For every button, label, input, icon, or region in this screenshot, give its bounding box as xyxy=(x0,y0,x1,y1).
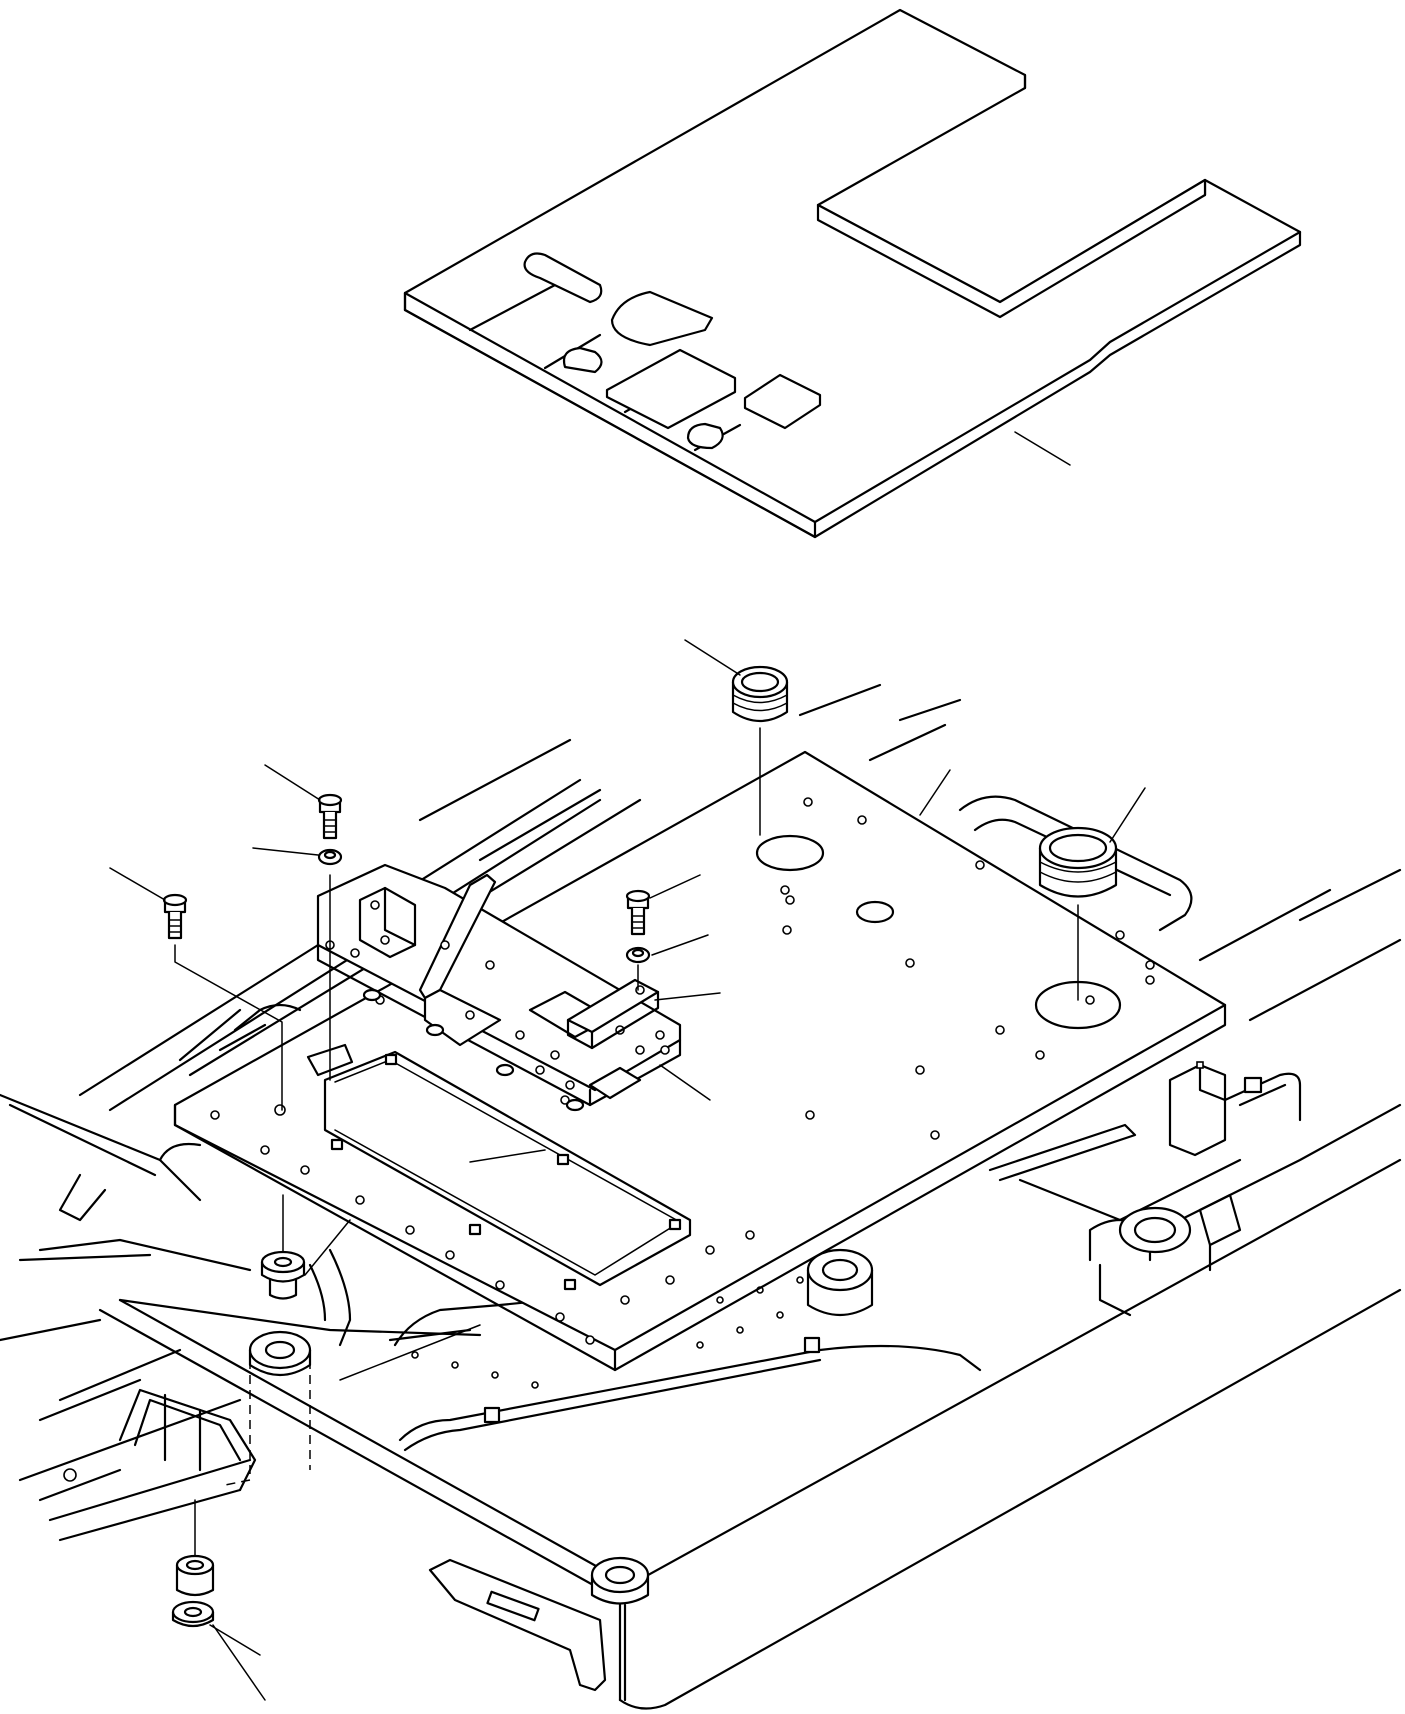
mounting-bolt-upper xyxy=(317,793,343,1081)
damper-mount-lower xyxy=(175,1499,215,1597)
washer-upper xyxy=(317,848,343,866)
mounting-bolt-center xyxy=(625,889,651,991)
mounting-bolt-left xyxy=(162,893,283,1111)
grommet-right xyxy=(1038,826,1118,1001)
washer-center xyxy=(625,946,651,964)
leader-lines xyxy=(109,431,1146,1701)
stopper-plate xyxy=(566,978,660,1050)
floor-plate xyxy=(173,750,1227,1372)
floor-mat xyxy=(403,8,1302,539)
control-stand-bracket xyxy=(316,863,682,1112)
nut-lower xyxy=(171,1600,215,1628)
grommet-top xyxy=(731,665,789,836)
revolving-frame xyxy=(0,683,1402,1710)
damper-mount-upper xyxy=(260,1194,306,1300)
